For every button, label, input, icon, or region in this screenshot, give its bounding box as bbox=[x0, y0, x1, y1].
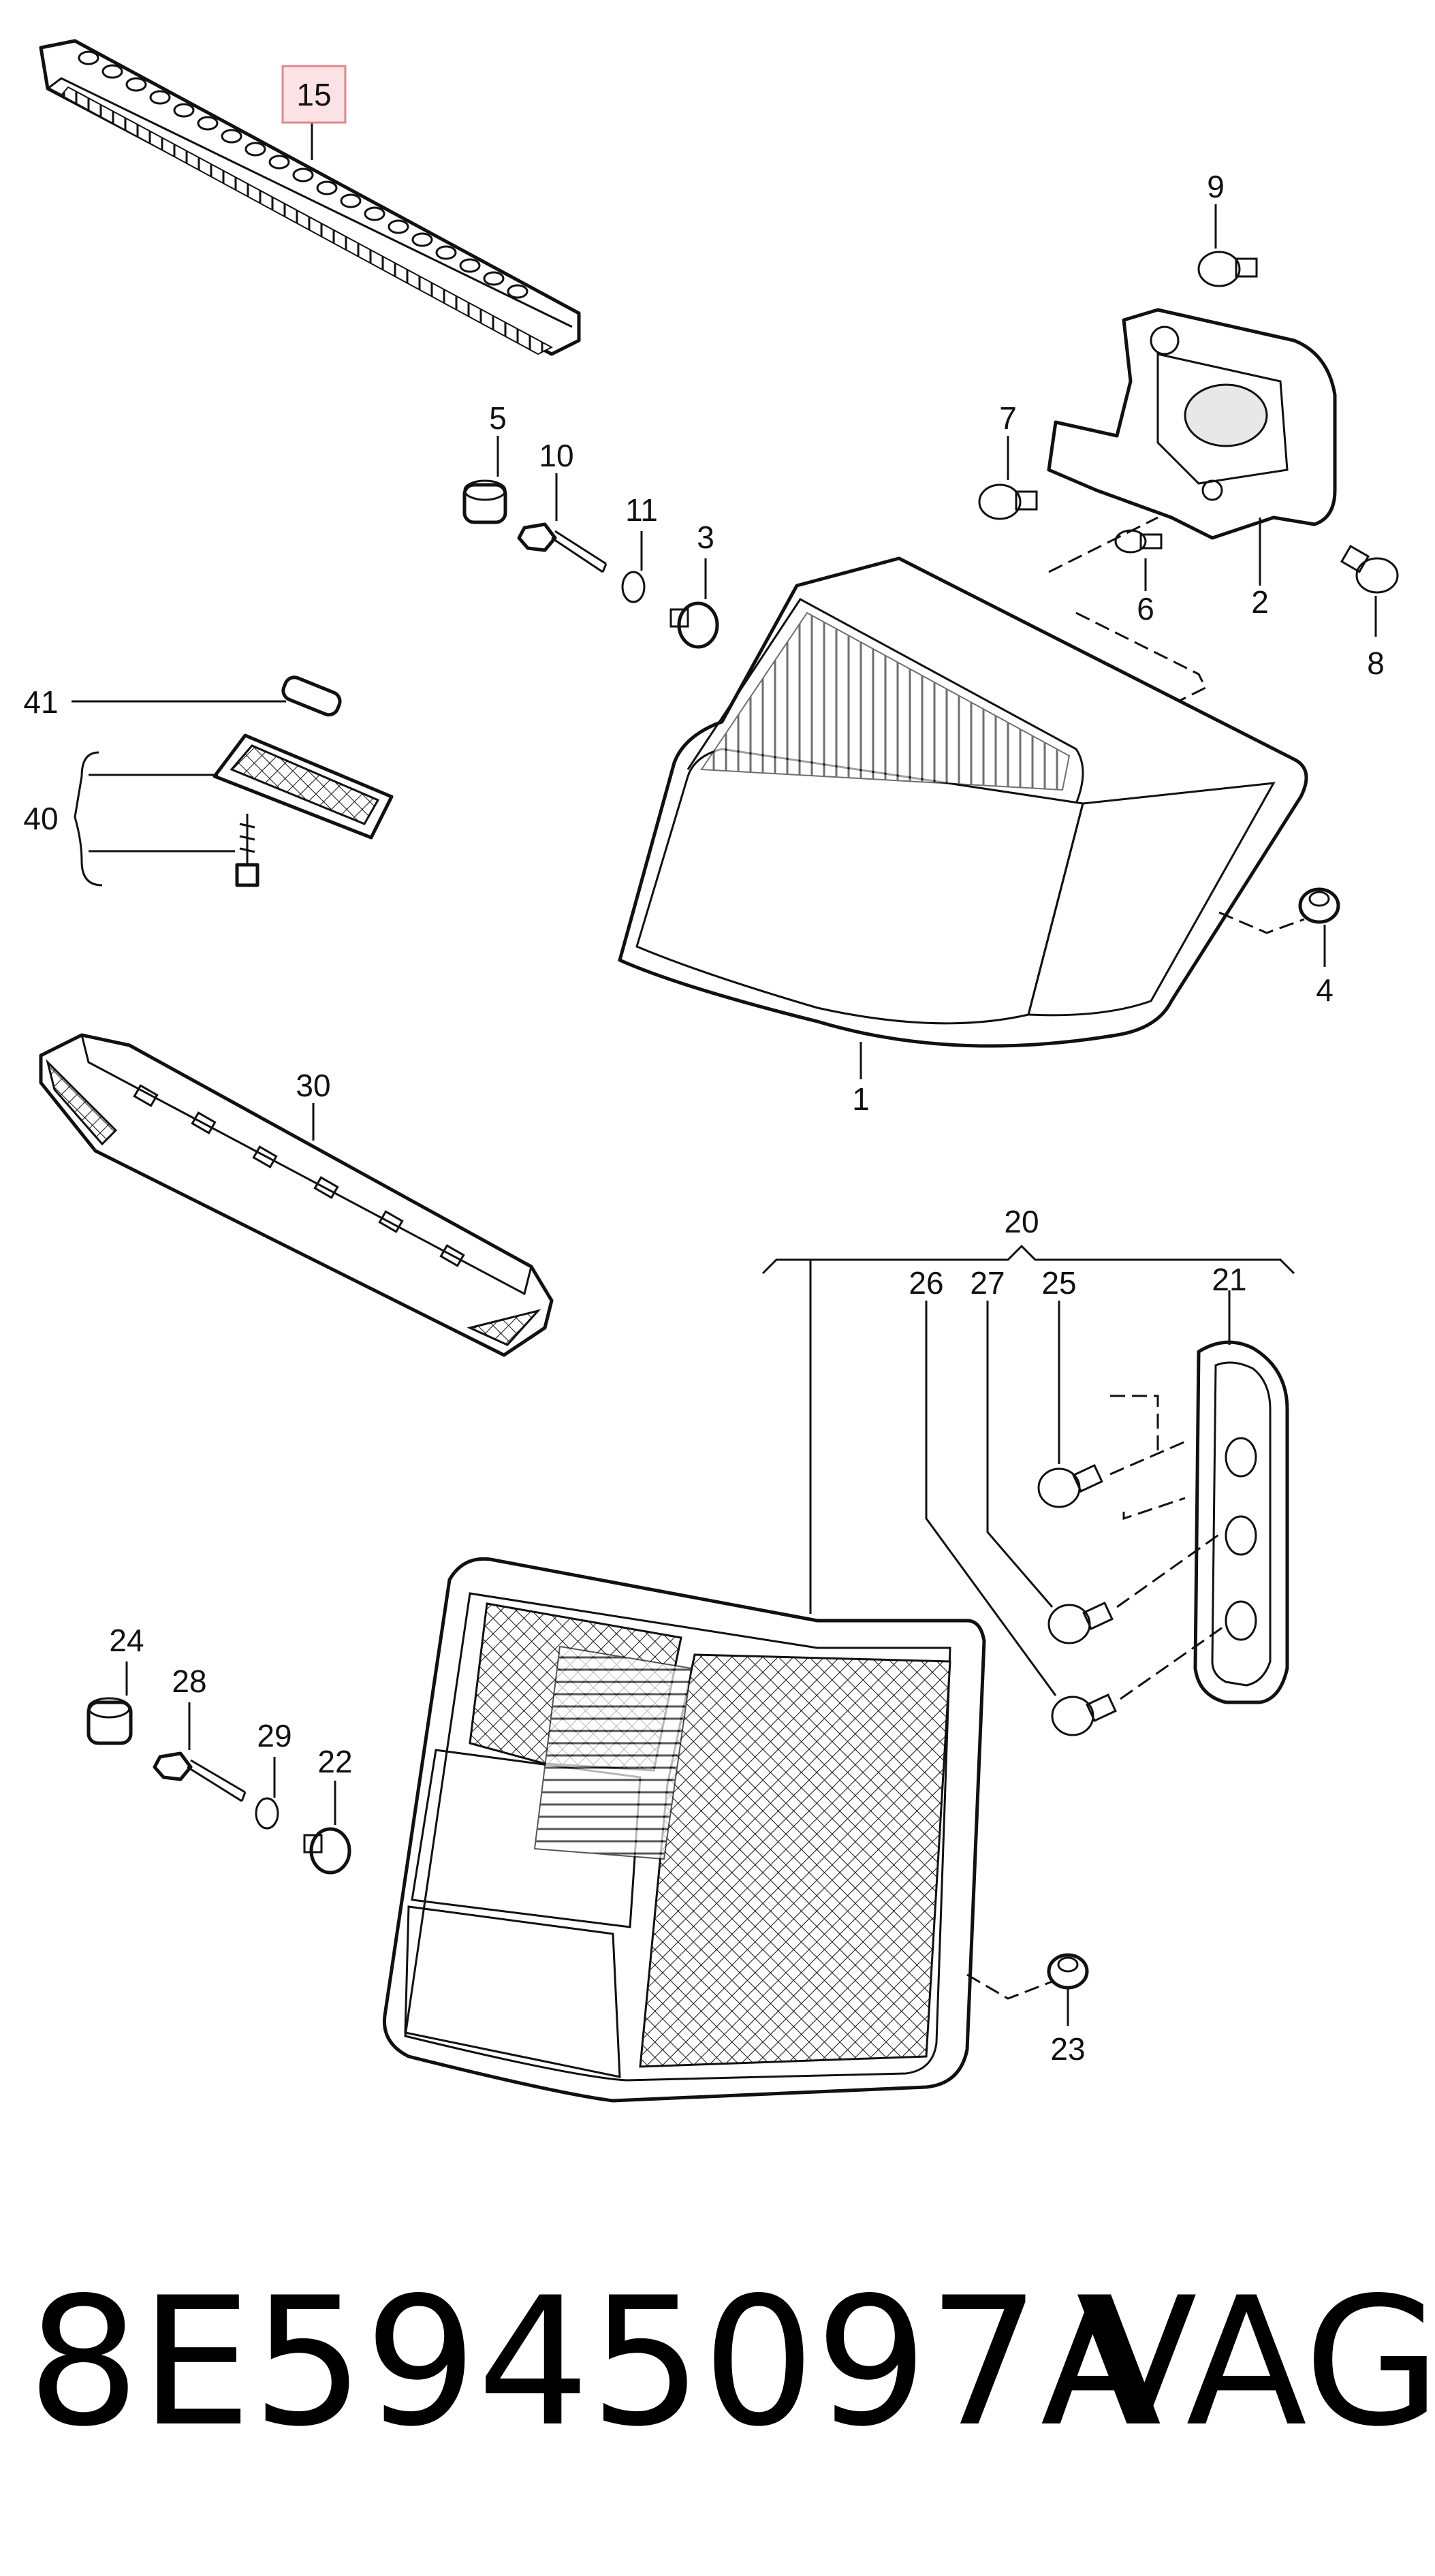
leader-23-dashed bbox=[966, 1973, 1053, 2000]
license-light-lens-part-40 bbox=[212, 733, 394, 840]
callout-3[interactable]: 3 bbox=[697, 520, 714, 555]
callout-28[interactable]: 28 bbox=[172, 1664, 206, 1699]
callout-2[interactable]: 2 bbox=[1251, 584, 1269, 620]
callout-27[interactable]: 27 bbox=[970, 1265, 1005, 1301]
brake-light-strip-part-15 bbox=[39, 39, 581, 356]
callout-15-highlight-box[interactable] bbox=[281, 65, 347, 124]
callout-15[interactable]: 15 bbox=[296, 77, 331, 112]
leader-2-dashed bbox=[1048, 516, 1208, 703]
retainer-part-3 bbox=[669, 601, 719, 649]
bulb-holder-part-2 bbox=[1047, 308, 1337, 540]
grommet-part-23 bbox=[1047, 1953, 1089, 1990]
washer-part-11 bbox=[621, 571, 646, 603]
washer-part-29 bbox=[255, 1797, 279, 1830]
bolt-part-28 bbox=[153, 1751, 247, 1802]
callout-26[interactable]: 26 bbox=[909, 1265, 943, 1301]
callout-23[interactable]: 23 bbox=[1050, 2031, 1085, 2067]
callout-40[interactable]: 40 bbox=[23, 801, 58, 836]
callout-20[interactable]: 20 bbox=[1004, 1204, 1039, 1239]
callout-6[interactable]: 6 bbox=[1137, 591, 1154, 626]
callout-21[interactable]: 21 bbox=[1212, 1262, 1246, 1297]
leader-27 bbox=[986, 1301, 1054, 1608]
callout-30[interactable]: 30 bbox=[296, 1068, 330, 1103]
leader-26 bbox=[925, 1301, 1057, 1696]
bulb-part-26 bbox=[1051, 1694, 1117, 1736]
bulb-part-27 bbox=[1047, 1602, 1114, 1644]
leader-4-dashed bbox=[1218, 911, 1305, 934]
callout-1[interactable]: 1 bbox=[852, 1081, 870, 1117]
screw-part-40 bbox=[235, 814, 259, 887]
callout-8[interactable]: 8 bbox=[1367, 646, 1385, 681]
callout-5[interactable]: 5 bbox=[489, 400, 507, 436]
callout-25[interactable]: 25 bbox=[1041, 1265, 1076, 1301]
bulb-part-7 bbox=[978, 483, 1038, 520]
bulb-part-6 bbox=[1114, 529, 1163, 554]
bolt-part-10 bbox=[517, 522, 608, 573]
callout-29[interactable]: 29 bbox=[257, 1718, 291, 1753]
callout-10[interactable]: 10 bbox=[539, 438, 573, 473]
callout-4[interactable]: 4 bbox=[1316, 972, 1334, 1008]
part-number-label: 8E5945097A bbox=[27, 2260, 1162, 2466]
callout-9[interactable]: 9 bbox=[1207, 169, 1225, 204]
bulb-part-25 bbox=[1037, 1464, 1103, 1508]
brand-label: VAG bbox=[1076, 2260, 1435, 2466]
bulb-carrier-part-21 bbox=[1193, 1340, 1289, 1704]
callout-7[interactable]: 7 bbox=[999, 400, 1017, 436]
callout-11[interactable]: 11 bbox=[625, 492, 658, 528]
grommet-part-4 bbox=[1298, 887, 1340, 924]
leader-25-dashed bbox=[1109, 1395, 1189, 1521]
bracket-20 bbox=[761, 1244, 1295, 1275]
bulb-part-41 bbox=[281, 675, 342, 717]
rubber-bush-part-5 bbox=[462, 479, 507, 524]
bulb-part-9 bbox=[1197, 251, 1258, 287]
callout-41[interactable]: 41 bbox=[23, 684, 58, 720]
callout-24[interactable]: 24 bbox=[109, 1623, 144, 1658]
lower-tail-light-lens bbox=[382, 1557, 986, 2103]
third-brake-light-part-30 bbox=[39, 1033, 554, 1357]
bracket-40 bbox=[74, 751, 103, 887]
tail-light-housing-part-1 bbox=[618, 556, 1308, 1048]
callout-22[interactable]: 22 bbox=[317, 1744, 352, 1779]
bulb-part-8 bbox=[1340, 545, 1399, 594]
rubber-bush-part-24 bbox=[86, 1697, 133, 1745]
retainer-part-22 bbox=[303, 1827, 351, 1875]
